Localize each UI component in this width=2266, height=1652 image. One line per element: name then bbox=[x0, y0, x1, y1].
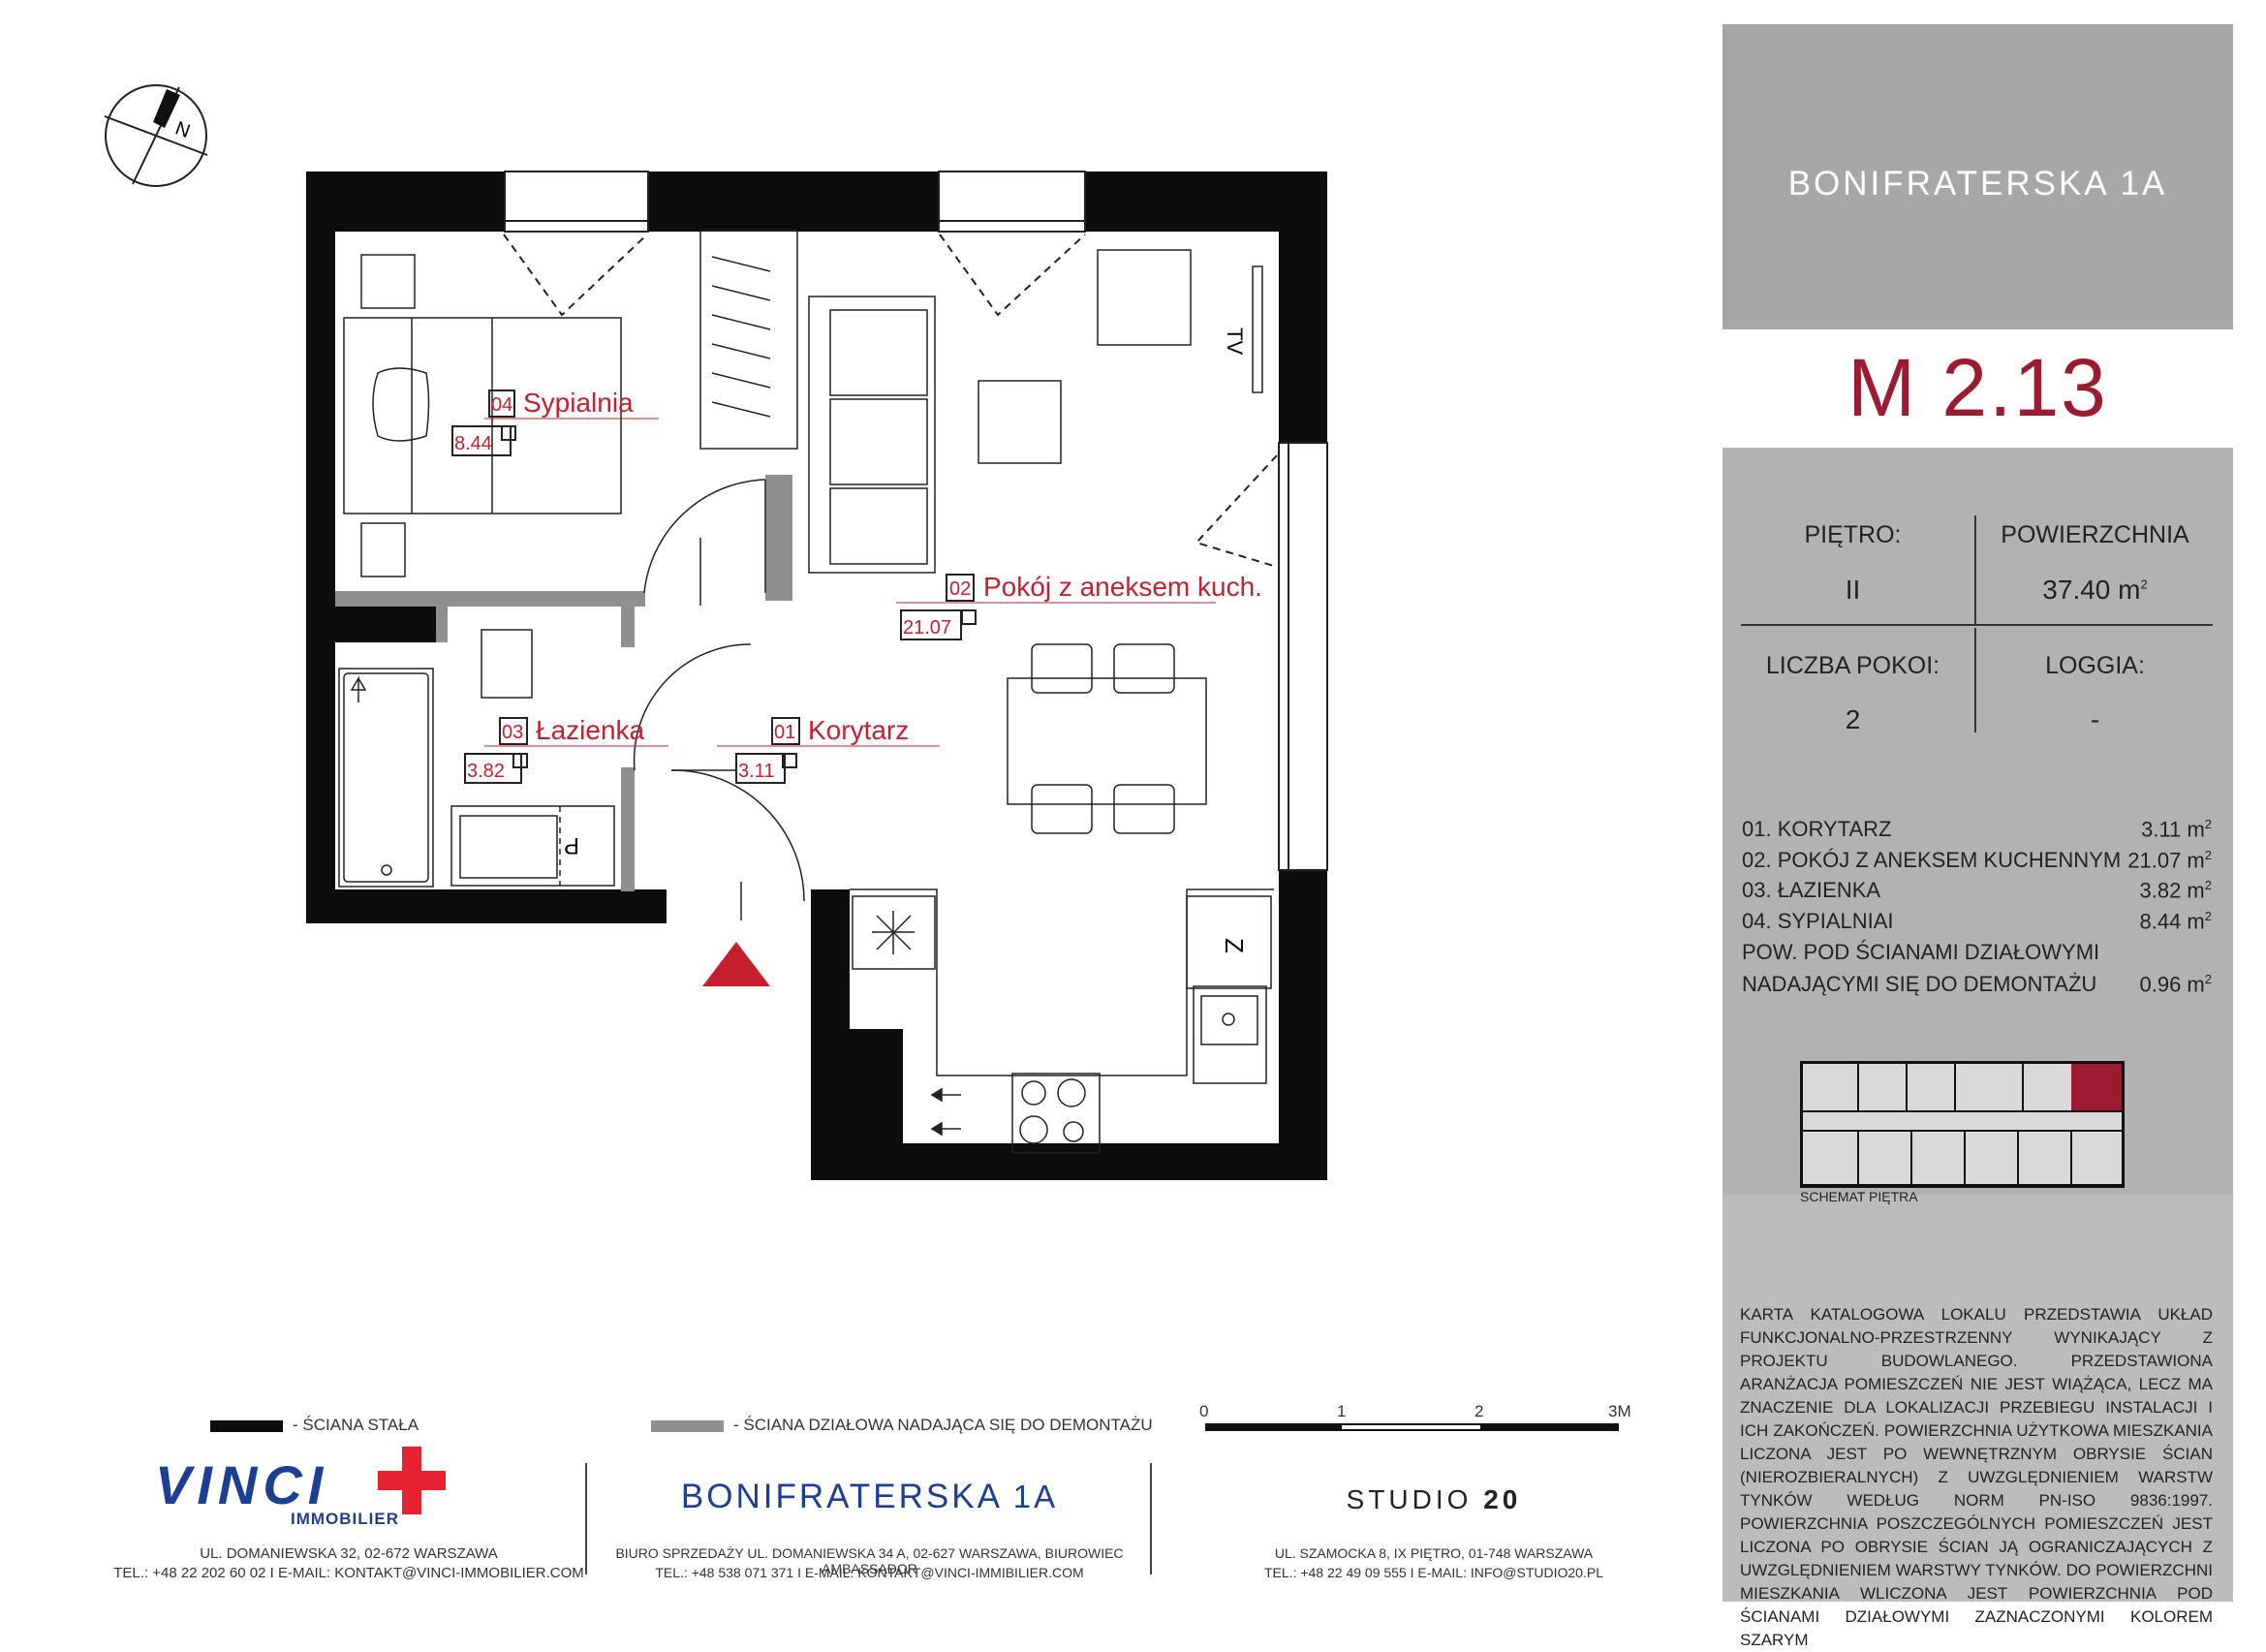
svg-text:03: 03 bbox=[502, 722, 523, 743]
svg-text:04: 04 bbox=[491, 394, 512, 416]
legend-solid-wall: - ŚCIANA STAŁA bbox=[293, 1416, 419, 1434]
studio-address: UL. SZAMOCKA 8, IX PIĘTRO, 01-748 WARSZA… bbox=[1274, 1545, 1594, 1561]
tv-label: TV bbox=[1223, 327, 1247, 355]
bonif-address: BIURO SPRZEDAŻY UL. DOMANIEWSKA 34 A, 02… bbox=[615, 1545, 1124, 1576]
bathroom-fixtures bbox=[338, 629, 615, 888]
room-label-lazienka: 03 Łazienka 3.82 bbox=[464, 715, 668, 784]
removable-walls bbox=[335, 475, 792, 891]
room-label-sypialnia: 04 Sypialnia 8.44 bbox=[451, 388, 659, 456]
svg-text:Korytarz: Korytarz bbox=[808, 715, 909, 745]
fridge-label: Z bbox=[1220, 938, 1249, 953]
svg-text:Pokój z aneksem kuch.: Pokój z aneksem kuch. bbox=[983, 572, 1262, 602]
svg-text:01: 01 bbox=[774, 722, 795, 743]
legend-removable-wall: - ŚCIANA DZIAŁOWA NADAJĄCA SIĘ DO DEMONT… bbox=[733, 1416, 1153, 1434]
loggia-label: LOGGIA: bbox=[2045, 652, 2145, 679]
loggia-value: - bbox=[2090, 704, 2100, 734]
walls-note-row: POW. POD ŚCIANAMI DZIAŁOWYMI bbox=[1742, 940, 2100, 964]
scale-label-1: 1 bbox=[1337, 1402, 1347, 1420]
vinci-cross-icon bbox=[378, 1447, 446, 1514]
floor-value: II bbox=[1845, 575, 1861, 605]
doors bbox=[633, 479, 805, 920]
divider bbox=[1741, 624, 2213, 626]
bonifraterska-footer-name: BONIFRATERSKA bbox=[680, 1478, 1001, 1515]
svg-text:3.82: 3.82 bbox=[467, 761, 505, 782]
studio-contact: TEL.: +48 22 49 09 555 I E-MAIL: INFO@ST… bbox=[1264, 1565, 1603, 1580]
vinci-logo: VINCI IMMOBILIER bbox=[155, 1447, 543, 1531]
vinci-contact: TEL.: +48 22 202 60 02 I E-MAIL: KONTAKT… bbox=[113, 1565, 584, 1581]
brand-logo: BONIFRATERSKA 1A bbox=[1723, 165, 2233, 203]
legend-removable-swatch bbox=[651, 1420, 724, 1432]
room-label-korytarz: 01 Korytarz 3.11 bbox=[717, 715, 940, 784]
floor-label: PIĘTRO: bbox=[1804, 521, 1902, 548]
vinci-address: UL. DOMANIEWSKA 32, 02-672 WARSZAWA bbox=[200, 1545, 498, 1562]
entrance-marker-icon bbox=[702, 942, 770, 986]
brand-header bbox=[1723, 24, 2233, 329]
compass-icon: N bbox=[104, 84, 208, 187]
svg-text:Łazienka: Łazienka bbox=[536, 715, 645, 745]
divider bbox=[1974, 515, 1976, 624]
room-label-pokoj: 02 Pokój z aneksem kuch. 21.07 bbox=[896, 572, 1262, 640]
living-furniture bbox=[808, 249, 1263, 834]
vinci-logo-sub: IMMOBILIER bbox=[291, 1510, 399, 1528]
scale-bar bbox=[1205, 1423, 1619, 1431]
svg-text:02: 02 bbox=[949, 578, 971, 600]
unit-title: M 2.13 bbox=[1847, 342, 2108, 433]
studio20-name: STUDIO bbox=[1346, 1484, 1473, 1514]
floor-scheme bbox=[1800, 1061, 2125, 1188]
floor-plan: N bbox=[104, 84, 1619, 1574]
svg-text:8.44: 8.44 bbox=[454, 433, 492, 454]
studio20-logo: STUDIO 20 bbox=[1163, 1484, 1705, 1515]
solid-walls bbox=[306, 171, 1327, 1180]
washer-label: P bbox=[564, 832, 579, 858]
bonifraterska-footer-mark: 1A bbox=[1012, 1479, 1059, 1514]
area-label: POWIERZCHNIA bbox=[2001, 521, 2189, 548]
vinci-logo-text: VINCI bbox=[155, 1454, 329, 1515]
scale-label-0: 0 bbox=[1199, 1402, 1209, 1420]
svg-text:3.11: 3.11 bbox=[738, 761, 774, 782]
bedroom-furniture bbox=[343, 230, 798, 577]
brand-name: BONIFRATERSKA bbox=[1787, 165, 2108, 203]
rooms-value: 2 bbox=[1845, 704, 1861, 734]
area-value: 37.40 m2 bbox=[2042, 575, 2148, 605]
disclaimer-text: KARTA KATALOGOWA LOKALU PRZEDSTAWIA UKŁA… bbox=[1740, 1305, 2213, 1649]
scale-label-2: 2 bbox=[1474, 1402, 1484, 1420]
bonif-contact: TEL.: +48 538 071 371 I E-MAIL: KONTAKT@… bbox=[655, 1565, 1084, 1580]
compass-north-label: N bbox=[172, 117, 193, 142]
legend-solid-swatch bbox=[210, 1420, 283, 1432]
svg-text:21.07: 21.07 bbox=[903, 617, 951, 639]
rooms-label: LICZBA POKOI: bbox=[1765, 652, 1940, 679]
bonifraterska-footer-logo: BONIFRATERSKA 1A bbox=[601, 1478, 1138, 1516]
brand-mark: 1A bbox=[2120, 165, 2168, 203]
windows bbox=[503, 171, 1328, 871]
studio20-number: 20 bbox=[1483, 1484, 1522, 1514]
scale-label-3m: 3M bbox=[1608, 1402, 1631, 1420]
svg-text:Sypialnia: Sypialnia bbox=[523, 388, 634, 418]
kitchen-fixtures bbox=[850, 888, 1274, 1154]
floor-scheme-label: SCHEMAT PIĘTRA bbox=[1800, 1189, 1918, 1204]
room-labels: 04 Sypialnia 8.44 02 Pokój z aneksem kuc… bbox=[451, 388, 1262, 784]
note-panel bbox=[1723, 1195, 2233, 1602]
divider bbox=[1974, 628, 1976, 732]
unit-highlight bbox=[2071, 1064, 2122, 1110]
